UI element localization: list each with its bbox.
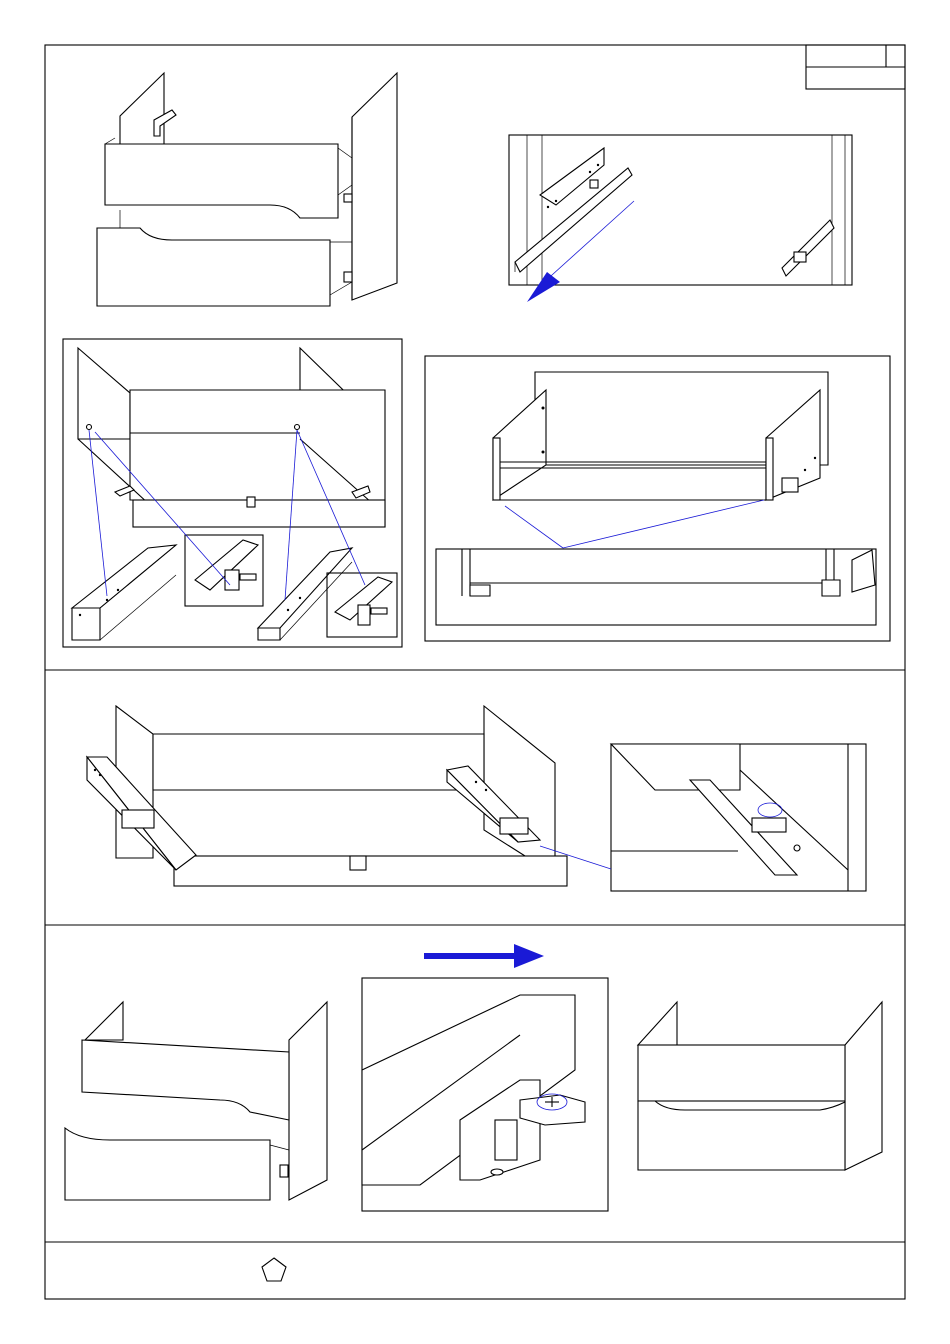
rail-mounting-illustration	[63, 339, 402, 647]
arrow-right-icon	[424, 944, 544, 968]
footer-row	[262, 1258, 286, 1281]
drawer-adjustment-illustration	[65, 944, 882, 1211]
rail-pullout-illustration	[509, 135, 852, 302]
drawer-on-rails-illustration	[87, 706, 866, 891]
rail-front-view-illustration	[425, 356, 890, 641]
cabinet-drawers-open-illustration	[97, 73, 397, 306]
title-block	[806, 45, 905, 89]
pentagon-icon	[262, 1258, 286, 1281]
